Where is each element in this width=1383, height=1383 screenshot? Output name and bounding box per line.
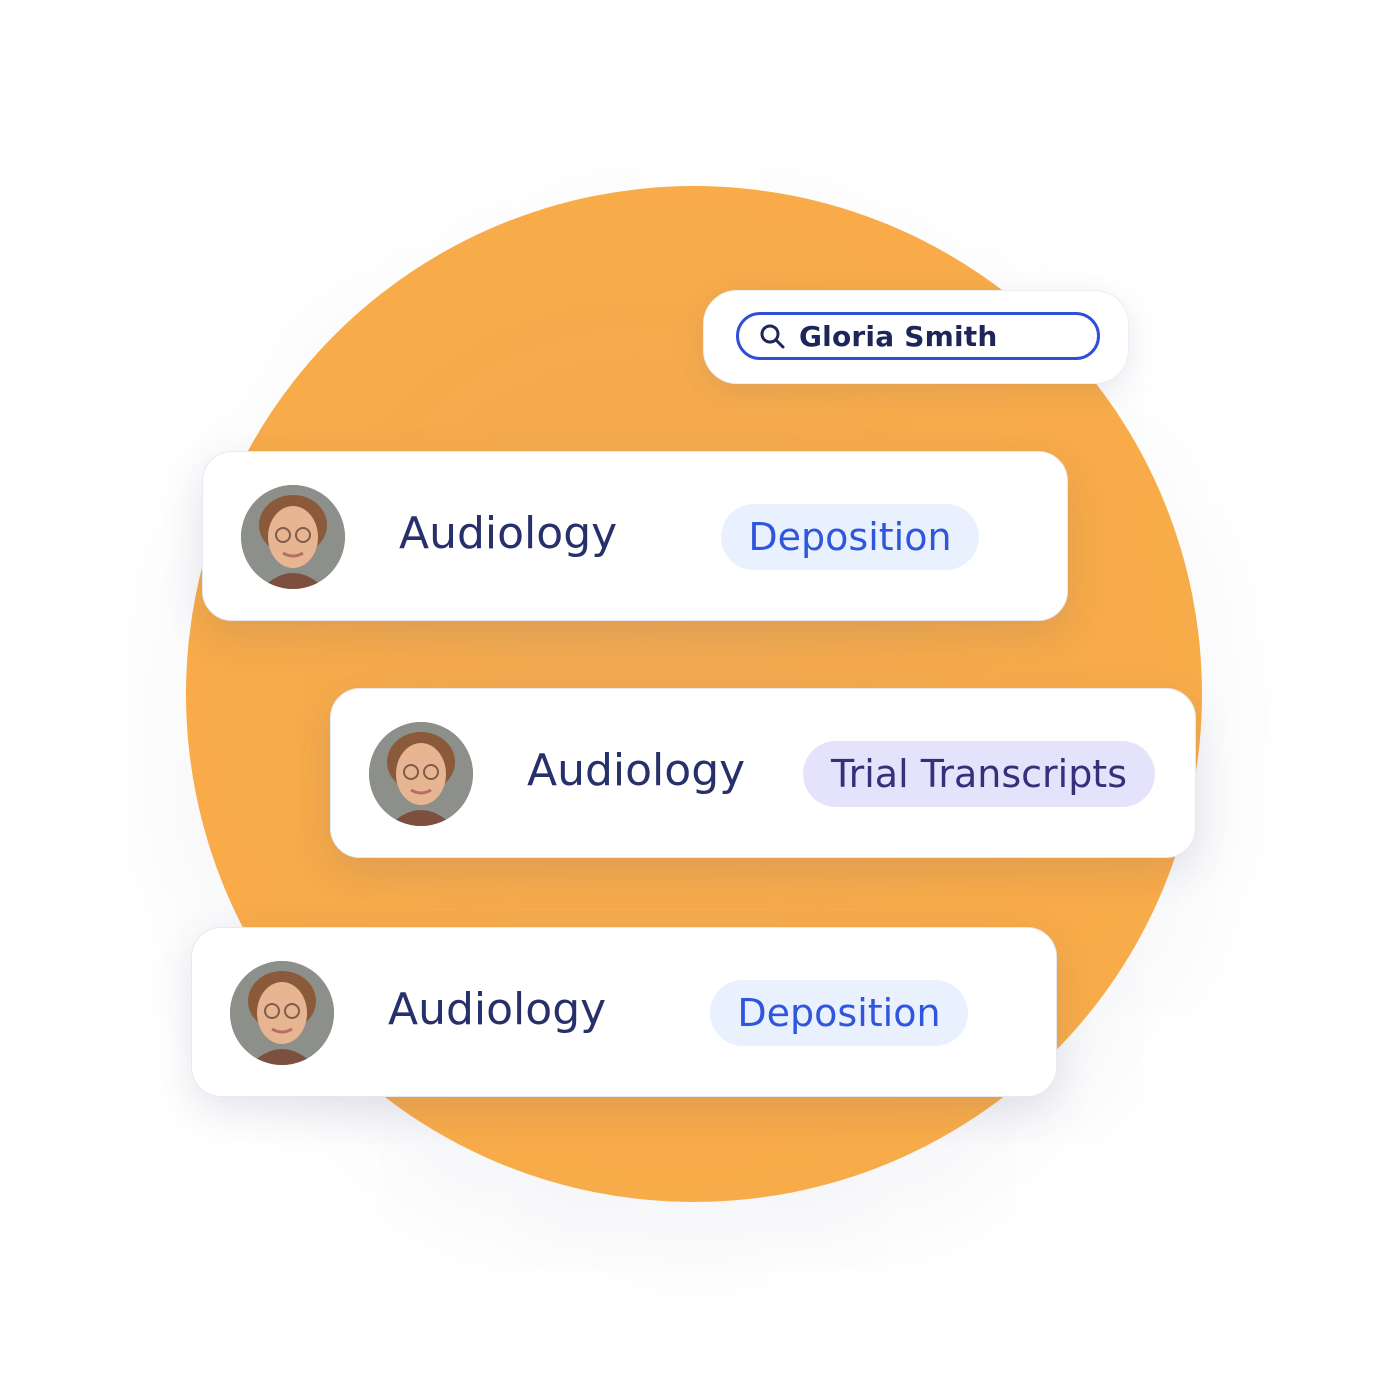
result-title: Audiology bbox=[527, 745, 746, 796]
deposition-tag: Deposition bbox=[710, 980, 968, 1046]
result-row[interactable]: Audiology Deposition bbox=[191, 927, 1057, 1097]
avatar bbox=[241, 485, 345, 589]
result-row[interactable]: Audiology Deposition bbox=[202, 451, 1068, 621]
result-title: Audiology bbox=[399, 508, 618, 559]
trial-transcripts-tag: Trial Transcripts bbox=[803, 741, 1155, 807]
search-card: Gloria Smith bbox=[703, 290, 1129, 384]
search-icon bbox=[757, 321, 787, 351]
search-query-text: Gloria Smith bbox=[799, 319, 998, 353]
avatar bbox=[369, 722, 473, 826]
avatar bbox=[230, 961, 334, 1065]
result-row[interactable]: Audiology Trial Transcripts bbox=[330, 688, 1196, 858]
search-input[interactable]: Gloria Smith bbox=[736, 312, 1100, 360]
result-title: Audiology bbox=[388, 984, 607, 1035]
deposition-tag: Deposition bbox=[721, 504, 979, 570]
